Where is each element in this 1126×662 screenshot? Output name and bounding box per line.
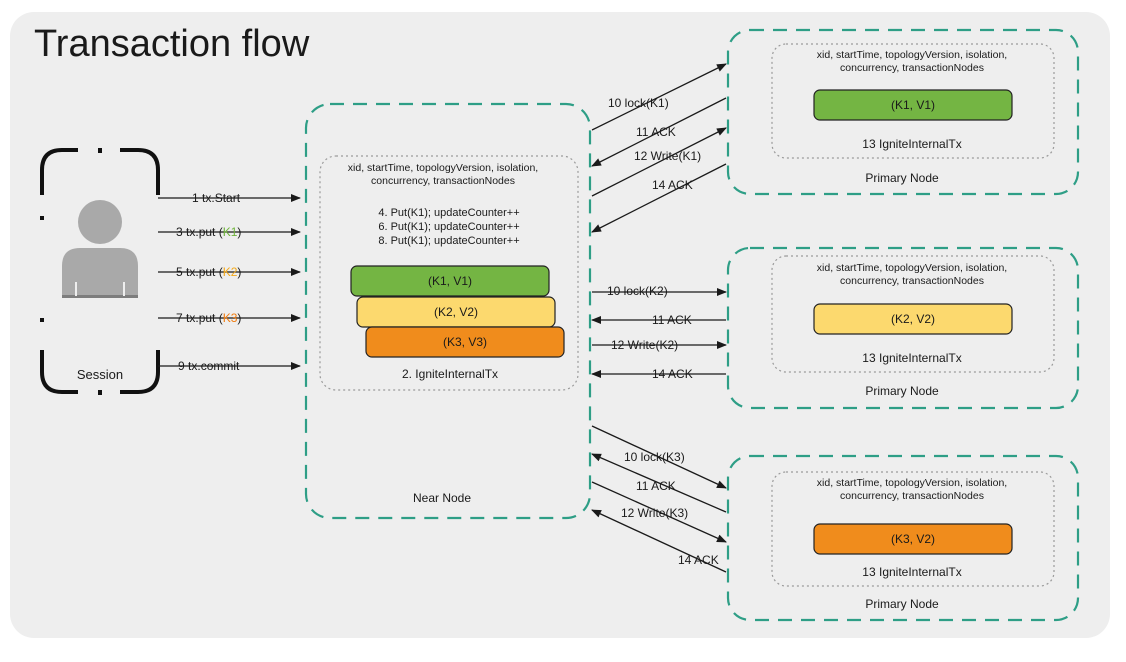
session-bracket-bottom-right [120,350,160,394]
arrow-write-k1 [591,127,727,197]
near-node-tx-label: 2. IgniteInternalTx [402,367,498,381]
primary-node-3-tx-label: 13 IgniteInternalTx [862,565,961,579]
primary-node-2-fields-line2: concurrency, transactionNodes [840,275,984,287]
label-write-k2: 12 Write(K2) [611,338,678,352]
near-entry-k3-label: (K3, V3) [443,335,487,349]
primary-node-2: xid, startTime, topologyVersion, isolati… [726,246,1080,410]
arrow-write-k3 [591,481,727,543]
primary-node-2-fields-line1: xid, startTime, topologyVersion, isolati… [817,262,1007,274]
primary-node-3-fields-line2: concurrency, transactionNodes [840,490,984,502]
label-final-ack-k1: 14 ACK [652,178,693,192]
label-tx-put-k1: 3 tx.put (K1) [176,225,241,239]
session-tick [40,216,44,220]
primary-node-1-fields-line1: xid, startTime, topologyVersion, isolati… [817,49,1007,61]
session-tick [98,390,102,395]
session-box: Session [40,148,160,395]
session-bracket-top-right [120,148,160,195]
near-node-put-2: 6. Put(K1); updateCounter++ [378,221,519,233]
primary-node-3-tx-box [771,471,1055,587]
background-panel [10,12,1110,638]
primary-node-1-tx-label: 13 IgniteInternalTx [862,137,961,151]
primary-node-1-border [726,28,1080,196]
label-tx-start: 1 tx.Start [192,191,241,205]
primary-node-3-entry-label: (K3, V2) [891,532,935,546]
near-entry-k1 [350,265,550,297]
session-bracket-top-left [40,148,78,195]
primary-node-2-border [726,246,1080,410]
near-node-label: Near Node [413,491,471,505]
near-node: xid, startTime, topologyVersion, isolati… [304,102,592,520]
messages-primary-1: 10 lock(K1) 11 ACK 12 Write(K1) 14 ACK [591,63,727,233]
primary-node-2-entry [813,303,1013,335]
primary-node-1-fields-line2: concurrency, transactionNodes [840,62,984,74]
primary-node-3-fields-line1: xid, startTime, topologyVersion, isolati… [817,477,1007,489]
near-node-fields-line1: xid, startTime, topologyVersion, isolati… [348,162,538,174]
label-ack-k1: 11 ACK [636,125,676,139]
primary-node-2-entry-label: (K2, V2) [891,312,935,326]
near-node-put-1: 4. Put(K1); updateCounter++ [378,207,519,219]
arrow-ack-k3 [591,453,727,513]
messages-primary-3: 10 lock(K3) 11 ACK 12 Write(K3) 14 ACK [591,425,727,573]
label-ack-k3: 11 ACK [636,479,676,493]
primary-node-2-tx-box [771,255,1055,373]
avatar-baseline [62,295,138,298]
primary-node-3: xid, startTime, topologyVersion, isolati… [726,454,1080,622]
label-ack-k2: 11 ACK [652,313,692,327]
user-avatar-icon [62,200,138,296]
arrow-final-ack-k1 [591,163,727,233]
primary-node-3-label: Primary Node [865,597,939,611]
session-bracket-bottom-left [40,350,78,394]
primary-node-1-tx-box [771,43,1055,159]
primary-node-2-tx-label: 13 IgniteInternalTx [862,351,961,365]
label-lock-k2: 10 lock(K2) [607,284,668,298]
primary-node-1-entry [813,89,1013,121]
label-tx-put-k2: 5 tx.put (K2) [176,265,241,279]
near-node-border [304,102,592,520]
label-final-ack-k3: 14 ACK [678,553,719,567]
primary-node-1: xid, startTime, topologyVersion, isolati… [726,28,1080,196]
primary-node-3-entry [813,523,1013,555]
session-calls: 1 tx.Start 3 tx.put (K1) 5 tx.put (K2) 7… [158,191,301,373]
primary-node-2-label: Primary Node [865,384,939,398]
primary-node-1-entry-label: (K1, V1) [891,98,935,112]
session-label: Session [77,367,123,382]
diagram-title: Transaction flow [34,23,310,65]
primary-node-3-border [726,454,1080,622]
near-entry-k1-label: (K1, V1) [428,274,472,288]
label-lock-k1: 10 lock(K1) [608,96,669,110]
primary-node-1-label: Primary Node [865,171,939,185]
label-tx-commit: 9 tx.commit [178,359,240,373]
session-tick [98,148,102,153]
arrow-ack-k1 [591,97,727,167]
near-entry-k3 [365,326,565,358]
near-node-put-3: 8. Put(K1); updateCounter++ [378,235,519,247]
arrow-lock-k1 [591,63,727,131]
near-entry-k2-label: (K2, V2) [434,305,478,319]
session-tick [40,318,44,322]
label-tx-put-k3: 7 tx.put (K3) [176,311,241,325]
label-final-ack-k2: 14 ACK [652,367,693,381]
label-write-k3: 12 Write(K3) [621,506,688,520]
label-lock-k3: 10 lock(K3) [624,450,685,464]
arrow-lock-k3 [591,425,727,489]
messages-primary-2: 10 lock(K2) 11 ACK 12 Write(K2) 14 ACK [591,284,727,381]
label-write-k1: 12 Write(K1) [634,149,701,163]
near-node-tx-box [319,155,579,391]
arrow-final-ack-k3 [591,509,727,573]
near-node-fields-line2: concurrency, transactionNodes [371,175,515,187]
